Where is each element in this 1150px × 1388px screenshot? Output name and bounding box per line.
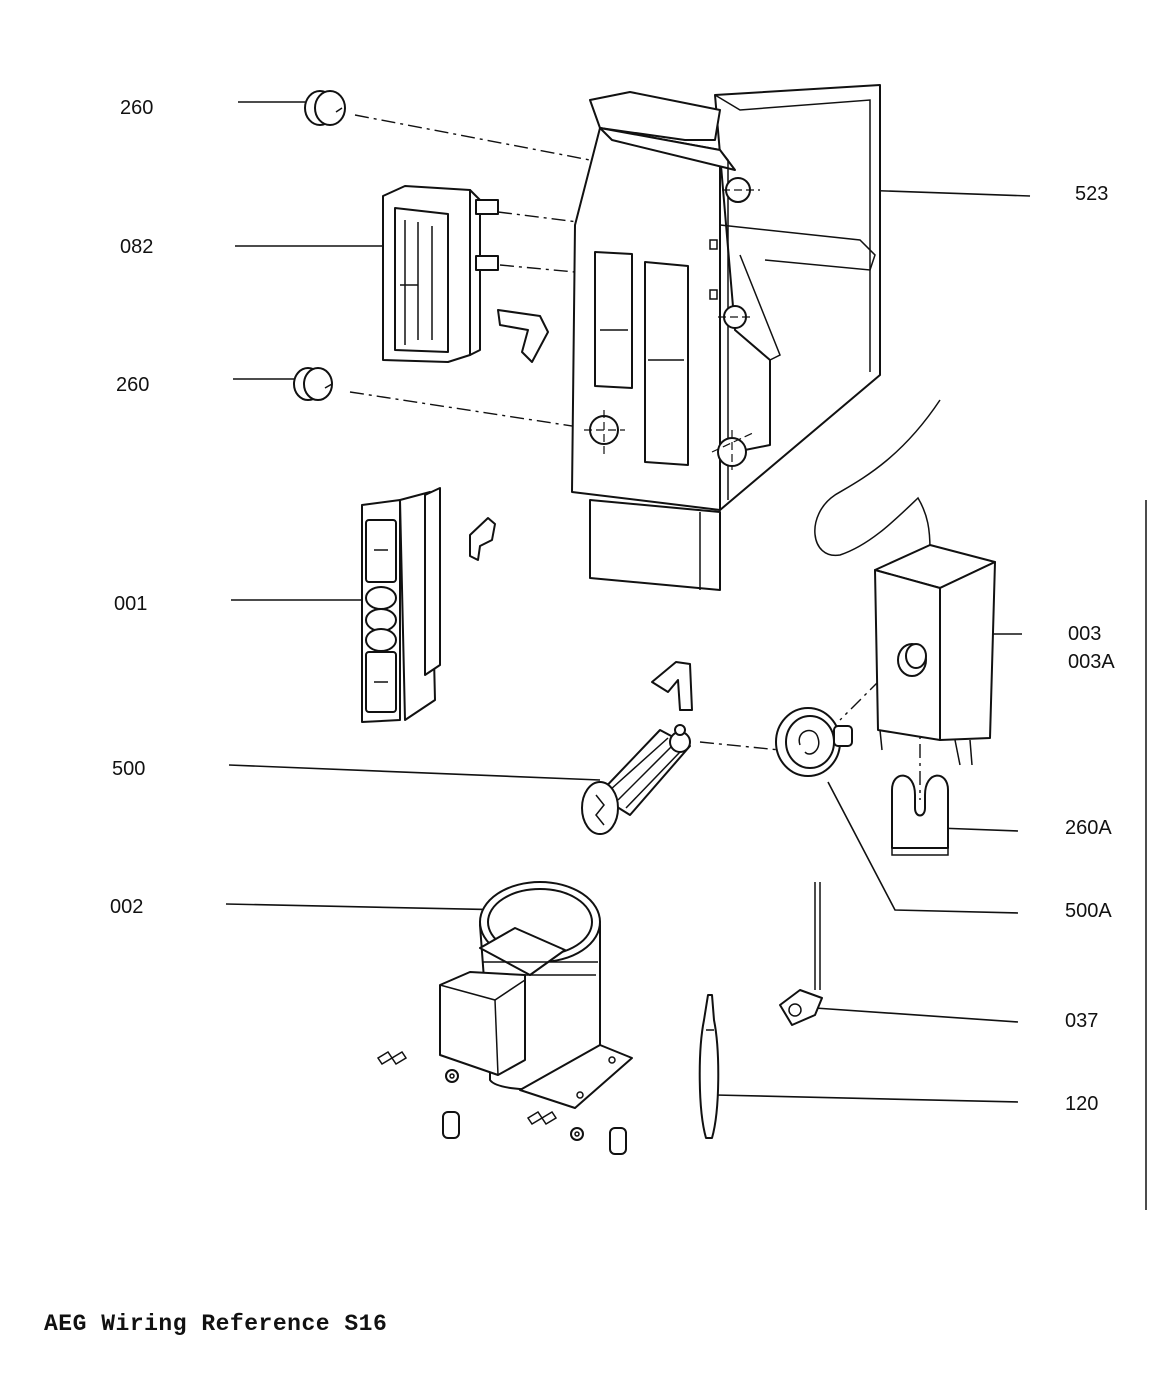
compressor-part-002 (376, 881, 633, 1155)
label-500: 500 (112, 758, 145, 780)
diagram-caption: AEG Wiring Reference S16 (44, 1311, 388, 1337)
thermostat-part-003 (814, 399, 996, 766)
label-002: 002 (110, 896, 143, 918)
label-001: 001 (114, 593, 147, 615)
leader-lines (225, 101, 1031, 1103)
clip-part-260a (891, 774, 949, 856)
grommet-part-260-top (304, 90, 346, 126)
label-260-top: 260 (120, 97, 153, 119)
thermometer-display-part-082 (382, 185, 499, 363)
assembly-lines (349, 114, 921, 800)
label-082: 082 (120, 236, 153, 258)
leader-260a (937, 827, 1019, 832)
leader-500a (827, 781, 1019, 914)
leader-037 (814, 1007, 1019, 1023)
grommet-part-260-mid (293, 367, 333, 401)
label-037: 037 (1065, 1010, 1098, 1032)
leader-120 (714, 1094, 1019, 1103)
label-003a: 003A (1068, 651, 1115, 673)
part-labels: 260 082 260 001 500 002 523 003 003A 260… (110, 97, 1115, 1115)
cabinet-frame-part-523 (497, 84, 881, 591)
label-260-mid: 260 (116, 374, 149, 396)
leader-002 (225, 903, 511, 911)
connector-part-037 (779, 882, 823, 1026)
leader-523 (857, 189, 1031, 197)
leader-500 (228, 764, 601, 781)
label-120: 120 (1065, 1093, 1098, 1115)
knob-part-500a (775, 707, 853, 777)
switch-panel-part-001 (361, 487, 496, 723)
label-500a: 500A (1065, 900, 1112, 922)
sensor-probe-part-120 (698, 994, 720, 1139)
label-523: 523 (1075, 183, 1108, 205)
label-003: 003 (1068, 623, 1101, 645)
label-260a: 260A (1065, 817, 1112, 839)
shaft-part-500 (581, 661, 693, 835)
